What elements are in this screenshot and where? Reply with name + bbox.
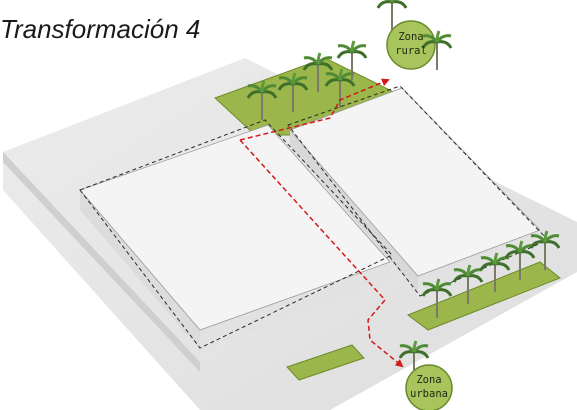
diagram-title: Transformación 4 — [0, 14, 201, 44]
arrow-path-rural — [239, 78, 390, 141]
zona-urbana-line2: urbana — [410, 388, 448, 400]
zona-urbana-badge: Zona urbana — [398, 339, 453, 410]
zona-rural-badge: Zona rural — [376, 0, 453, 72]
zona-rural-line1: Zona — [398, 31, 423, 43]
zona-rural-line2: rural — [395, 45, 427, 57]
arrow-path-urbana — [239, 139, 404, 368]
green-area-south — [286, 344, 365, 381]
circulation-arrows — [239, 78, 404, 368]
zona-urbana-line1: Zona — [416, 374, 441, 386]
